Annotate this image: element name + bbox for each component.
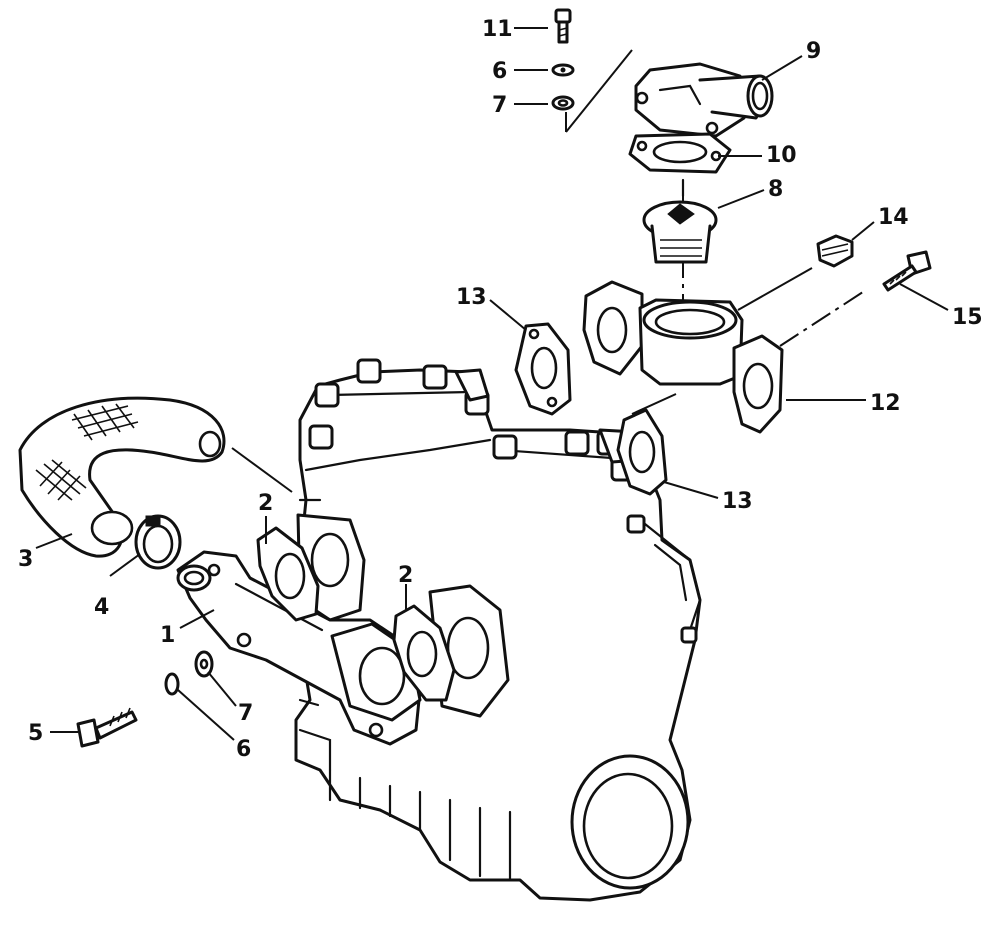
manifold-bolt-stack xyxy=(76,650,214,748)
callout-2-left: 2 xyxy=(258,491,273,516)
callout-15: 15 xyxy=(952,305,983,330)
exhaust-gasket-upper xyxy=(514,322,572,416)
cover-gasket xyxy=(628,132,732,174)
water-hose xyxy=(18,396,226,558)
housing-bolt xyxy=(882,250,932,292)
thermostat-housing xyxy=(582,280,784,434)
callout-13-upper: 13 xyxy=(456,285,487,310)
callout-13-lower: 13 xyxy=(722,489,753,514)
top-bolt-stack xyxy=(551,8,575,111)
callout-leaders xyxy=(35,27,949,741)
callout-7-bottom: 7 xyxy=(238,701,253,726)
callout-11: 11 xyxy=(482,17,513,42)
thermostat xyxy=(642,178,718,264)
engine-block xyxy=(290,358,702,902)
callout-3: 3 xyxy=(18,547,33,572)
callout-10: 10 xyxy=(766,143,797,168)
exhaust-gasket-lower xyxy=(616,408,668,496)
callout-5: 5 xyxy=(28,721,43,746)
water-manifold xyxy=(176,550,422,746)
callout-4: 4 xyxy=(94,595,109,620)
hose-clamp xyxy=(134,514,182,570)
thermostat-cover xyxy=(634,62,774,138)
callout-7-top: 7 xyxy=(492,93,507,118)
callout-1: 1 xyxy=(160,623,175,648)
callout-labels: 11 6 7 9 10 8 14 15 12 13 13 2 2 3 4 1 5… xyxy=(18,17,983,762)
callout-6-bottom: 6 xyxy=(236,737,251,762)
manifold-gasket-right xyxy=(392,604,456,702)
callout-2-right: 2 xyxy=(398,563,413,588)
manifold-gasket-left xyxy=(256,526,320,622)
callout-8: 8 xyxy=(768,177,783,202)
housing-plug xyxy=(816,234,854,268)
callout-14: 14 xyxy=(878,205,909,230)
callout-6-top: 6 xyxy=(492,59,507,84)
callout-12: 12 xyxy=(870,391,901,416)
callout-9: 9 xyxy=(806,39,821,64)
